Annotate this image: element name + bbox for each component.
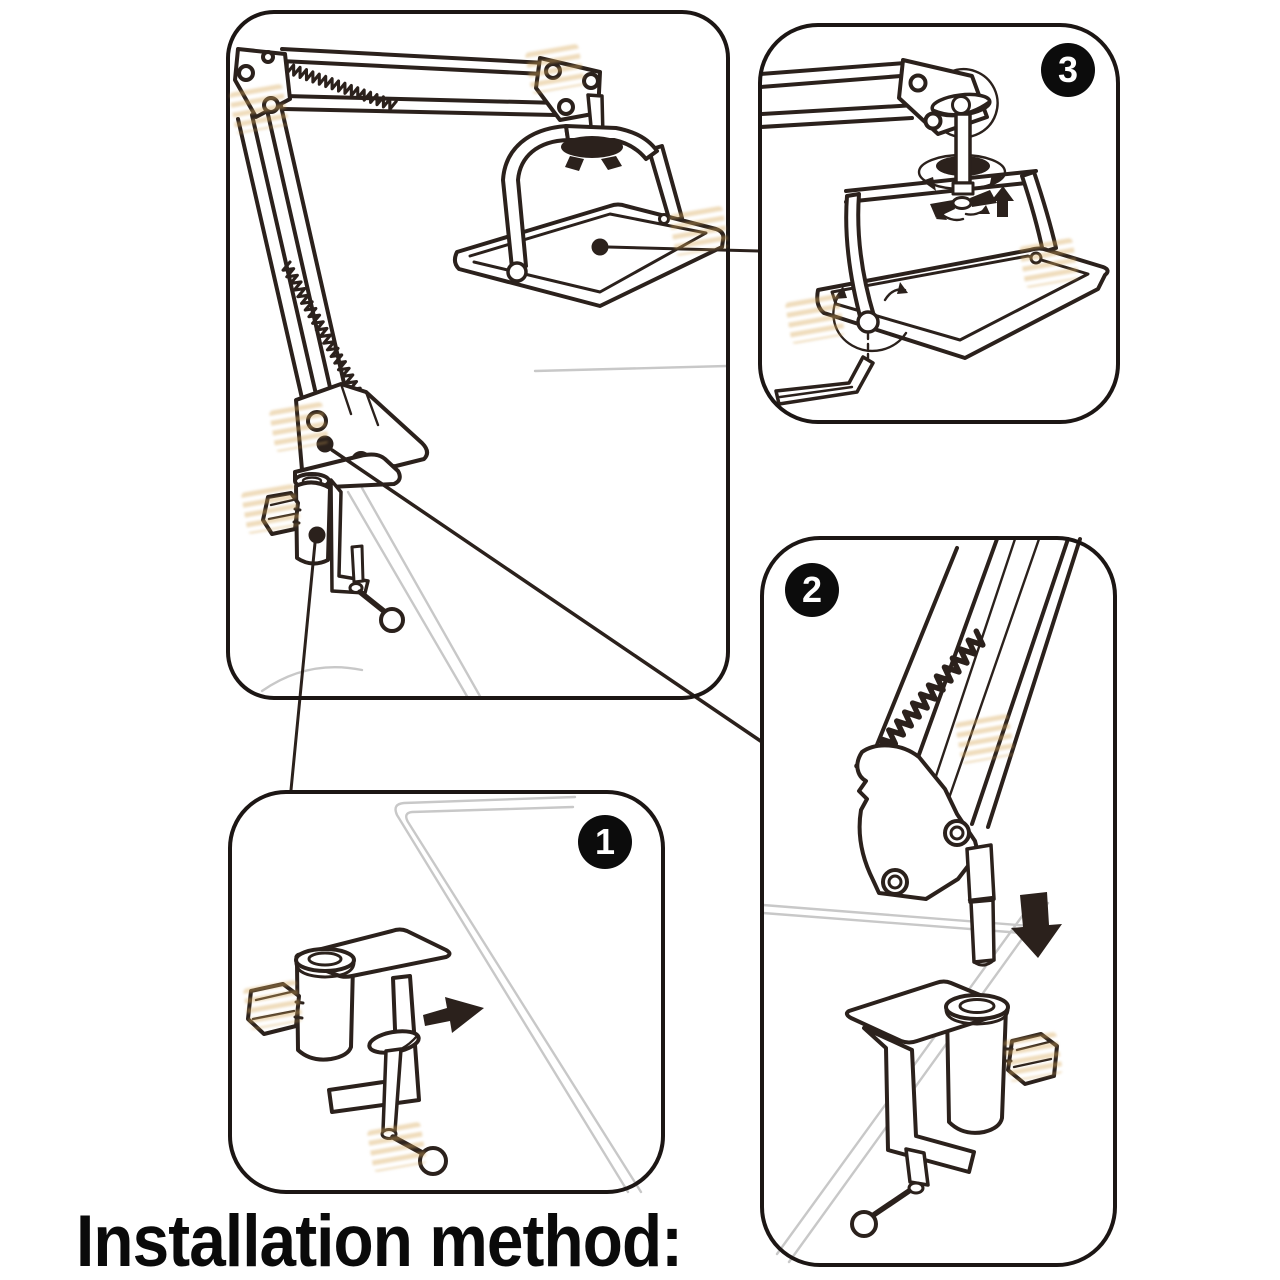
desk-edge-lines: [394, 795, 643, 1194]
callout-lines: [289, 238, 764, 792]
step2-panel-border: [760, 536, 1117, 1267]
callout-dot-clamp: [308, 526, 326, 544]
page-title: Installation method:: [76, 1201, 683, 1280]
step-1-illustration: [246, 795, 643, 1194]
step-badge-1: 1: [578, 815, 632, 869]
desk-edge-lines: [260, 364, 729, 700]
right-arrow-icon: [423, 997, 484, 1033]
step3-panel-border: [758, 23, 1120, 424]
hex-key-icon: [774, 355, 875, 406]
lower-spring: [281, 260, 366, 398]
step-3-illustration: [759, 58, 1110, 406]
step-2-illustration: [761, 537, 1082, 1264]
step1-panel-border: [228, 790, 665, 1194]
step-badge-3: 3: [1041, 43, 1095, 97]
overview-clamp: [261, 478, 405, 633]
step1-clamp: [246, 927, 452, 1176]
step-badge-2: 2: [785, 563, 839, 617]
thumbscrew: [930, 92, 992, 196]
step2-clamp: [844, 979, 1059, 1238]
callout-dot-tray: [591, 238, 609, 256]
down-arrow-icon: [1011, 892, 1062, 958]
step-number: 3: [1057, 49, 1079, 90]
overview-panel-border: [226, 10, 730, 700]
rotate-arrow-icon: [932, 67, 999, 139]
step-number: 1: [594, 821, 616, 862]
step-number: 2: [801, 569, 823, 610]
up-arrow-icon: [991, 186, 1014, 217]
callout-dot-arm-base: [316, 435, 334, 453]
wing-nut: [930, 190, 997, 222]
